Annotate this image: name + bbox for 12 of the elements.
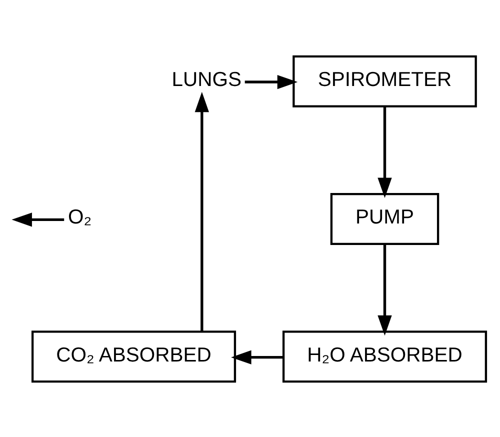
node-text: LUNGS bbox=[172, 68, 242, 91]
arrow bbox=[378, 106, 392, 198]
arrow bbox=[244, 74, 298, 89]
node-box: SPIROMETER bbox=[292, 54, 477, 107]
arrow bbox=[12, 212, 64, 226]
node-box: H₂O ABSORBED bbox=[282, 330, 488, 382]
node-text: O₂ bbox=[68, 206, 92, 228]
arrow bbox=[378, 244, 392, 336]
node-box: PUMP bbox=[330, 192, 440, 245]
arrow bbox=[231, 350, 284, 364]
node-box: CO₂ ABSORBED bbox=[31, 330, 236, 382]
arrow bbox=[194, 91, 209, 331]
